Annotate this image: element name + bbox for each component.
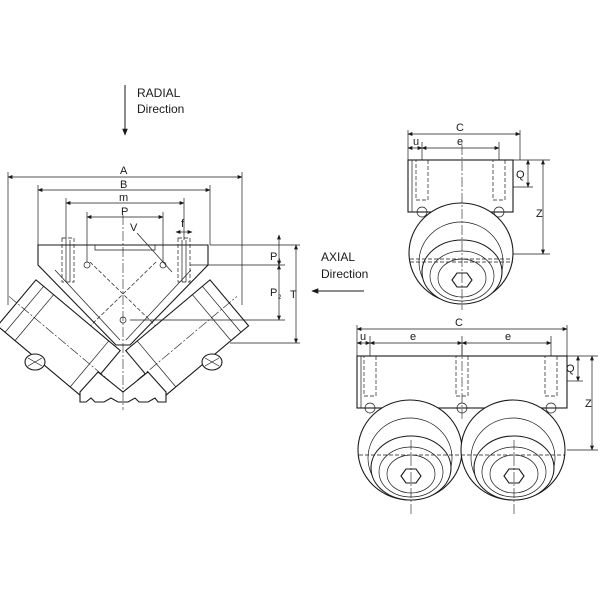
dim-B: B — [120, 179, 127, 191]
top-right-side-view — [407, 145, 514, 310]
tr-dim-Q: Q — [516, 169, 525, 181]
radial-label-line1: RADIAL — [137, 86, 181, 100]
top-right-dimensions: C u e Q Z — [407, 122, 550, 255]
bottom-right-side-view — [356, 345, 568, 515]
br-right-roller — [460, 399, 566, 501]
tr-dim-Z: Z — [536, 208, 543, 220]
bottom-right-dimensions: C u e e Q Z — [356, 317, 598, 451]
radial-label-line2: Direction — [137, 102, 184, 116]
dim-f: f — [181, 218, 185, 230]
br-dim-Z: Z — [585, 398, 592, 410]
left-front-view — [0, 215, 250, 410]
br-left-roller — [357, 399, 463, 501]
right-roller — [124, 279, 250, 398]
right-screw-head — [201, 353, 223, 371]
tr-dim-e: e — [457, 136, 463, 148]
dim-P2-sub: 2 — [278, 295, 282, 301]
dim-P: P — [121, 206, 128, 218]
block-top-recess — [94, 245, 156, 251]
axial-direction-indicator: AXIAL Direction — [311, 250, 368, 294]
radial-direction-indicator: RADIAL Direction — [122, 85, 184, 136]
dim-m: m — [119, 192, 128, 204]
dim-P1-sub: 1 — [278, 259, 282, 265]
v-guide-rail — [79, 371, 167, 403]
axial-label-line2: Direction — [321, 267, 368, 281]
br-dim-e2: e — [505, 331, 511, 343]
br-dim-Q: Q — [566, 363, 575, 375]
br-dim-C: C — [455, 317, 463, 329]
tr-roller — [408, 202, 514, 305]
dim-A: A — [120, 165, 128, 177]
tr-dim-C: C — [456, 122, 464, 134]
br-dim-u: u — [360, 331, 366, 343]
dim-V: V — [130, 222, 138, 234]
left-screw-head — [24, 353, 46, 371]
tr-dim-u: u — [413, 136, 419, 148]
dim-P1: P — [270, 251, 277, 263]
dim-T: T — [290, 289, 297, 301]
left-bolt-hole — [61, 237, 75, 283]
axial-label-line1: AXIAL — [321, 250, 355, 264]
left-view-dimensions: A B m P f V P 1 P 2 T — [7, 165, 300, 344]
br-dim-e1: e — [410, 331, 416, 343]
dim-P2: P — [270, 287, 277, 299]
